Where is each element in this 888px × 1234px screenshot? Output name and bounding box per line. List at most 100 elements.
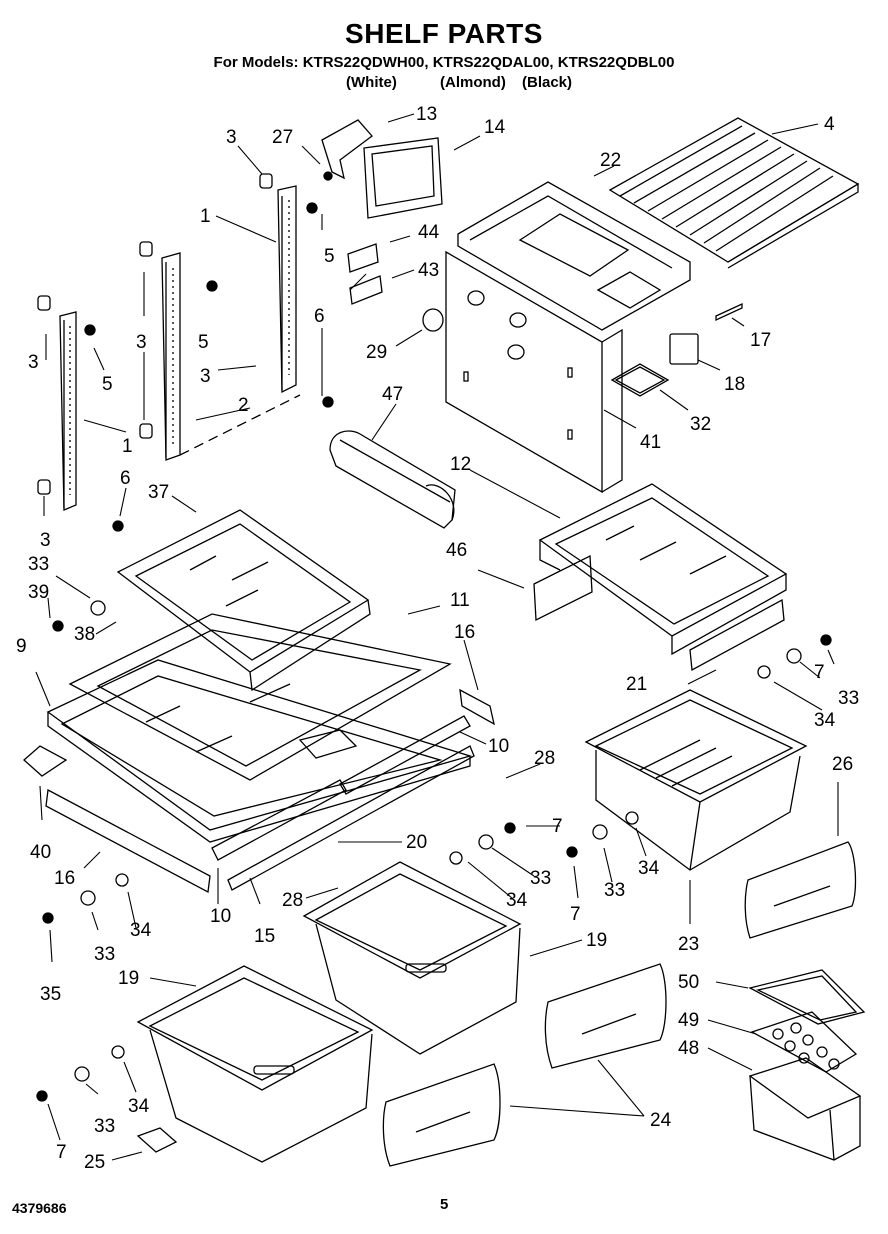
callout-3e: 3	[40, 530, 51, 551]
leader-lines	[35, 113, 839, 1161]
callout-38: 38	[74, 624, 95, 645]
crisper-drawer-front-24-lower	[382, 1063, 501, 1167]
callout-18: 18	[724, 374, 745, 395]
crisper-drawer-front-26	[744, 841, 857, 939]
callout-33e: 33	[94, 944, 115, 965]
callout-27: 27	[272, 127, 293, 148]
callout-7c: 7	[570, 904, 581, 925]
callout-28a: 28	[534, 748, 555, 769]
callout-22: 22	[600, 150, 621, 171]
callout-labels: 3 27 13 14 4 22 1 5 44 43 3 5 6 29 17 18…	[16, 104, 859, 1173]
callout-9: 9	[16, 636, 27, 657]
callout-17: 17	[750, 330, 771, 351]
callout-23: 23	[678, 934, 699, 955]
callout-1b: 1	[122, 436, 133, 457]
callout-26: 26	[832, 754, 853, 775]
callout-19a: 19	[586, 930, 607, 951]
callout-6a: 6	[314, 306, 325, 327]
shelf-frame-11	[68, 613, 452, 781]
wire-shelf	[608, 117, 860, 269]
finish-black: (Black)	[522, 74, 573, 91]
models-line: For Models: KTRS22QDWH00, KTRS22QDAL00, …	[213, 54, 675, 71]
finish-white: (White)	[346, 74, 397, 91]
callout-33d: 33	[604, 880, 625, 901]
callout-7a: 7	[814, 662, 825, 683]
callout-34c: 34	[638, 858, 660, 879]
tray-cover-50	[748, 969, 866, 1025]
clip-25	[136, 1127, 178, 1153]
callout-43: 43	[418, 260, 439, 281]
bin-48	[748, 1057, 862, 1161]
page-number: 5	[440, 1196, 449, 1213]
label-43	[349, 275, 383, 305]
callout-19b: 19	[118, 968, 139, 989]
callout-5a: 5	[324, 246, 335, 267]
callout-41: 41	[640, 432, 661, 453]
callout-4: 4	[824, 114, 835, 135]
side-rail-40-16-left	[23, 745, 211, 894]
callout-34b: 34	[506, 890, 528, 911]
duct-cover	[329, 430, 456, 529]
callout-37: 37	[148, 482, 169, 503]
hardware	[36, 620, 832, 1102]
glass-shelf-12	[538, 483, 788, 656]
ice-housing-panel	[445, 250, 623, 494]
callout-3a: 3	[226, 127, 237, 148]
callout-28b: 28	[282, 890, 303, 911]
crisper-pan-19-left	[136, 965, 374, 1163]
side-rail-16-right	[459, 688, 495, 726]
callout-5b: 5	[198, 332, 209, 353]
callout-20: 20	[406, 832, 427, 853]
plug-button	[422, 308, 444, 332]
callout-3b: 3	[136, 332, 147, 353]
callout-13: 13	[416, 104, 437, 125]
callout-32: 32	[690, 414, 711, 435]
crisper-drawer-front-24-upper	[544, 963, 667, 1069]
callout-21: 21	[626, 674, 647, 695]
callout-10a: 10	[488, 736, 509, 757]
screws-rails	[84, 171, 334, 532]
washers	[74, 600, 802, 1082]
callout-3d: 3	[28, 352, 39, 373]
callout-7d: 7	[56, 1142, 67, 1163]
shelf-rail-left	[37, 295, 77, 511]
callout-48: 48	[678, 1038, 699, 1059]
callout-44: 44	[418, 222, 440, 243]
callout-5c: 5	[102, 374, 113, 395]
crisper-cover-9	[46, 659, 473, 843]
callout-50: 50	[678, 972, 699, 993]
page-title: SHELF PARTS	[345, 18, 543, 49]
callout-29: 29	[366, 342, 387, 363]
ice-chute-gasket	[610, 363, 670, 397]
finish-almond: (Almond)	[440, 74, 506, 91]
callout-33a: 33	[28, 554, 49, 575]
crisper-pan-23	[584, 689, 808, 871]
callout-11: 11	[450, 590, 470, 611]
shelf-trims	[211, 715, 475, 891]
callout-3c: 3	[200, 366, 211, 387]
callout-34e: 34	[128, 1096, 150, 1117]
callout-47: 47	[382, 384, 403, 405]
housing-pin	[715, 302, 743, 322]
callout-1a: 1	[200, 206, 211, 227]
housing-bracket	[669, 333, 699, 365]
callout-34a: 34	[814, 710, 836, 731]
callout-24: 24	[650, 1110, 672, 1131]
callout-40: 40	[30, 842, 51, 863]
callout-34d: 34	[130, 920, 152, 941]
trim-46	[533, 554, 593, 622]
callout-14: 14	[484, 117, 506, 138]
callout-46: 46	[446, 540, 467, 561]
label-44	[347, 243, 379, 273]
callout-15: 15	[254, 926, 275, 947]
callout-33c: 33	[530, 868, 551, 889]
callout-33b: 33	[838, 688, 859, 709]
ice-housing-top	[457, 181, 691, 331]
callout-2: 2	[238, 395, 249, 416]
shelf-rail-middle	[139, 241, 301, 461]
callout-39: 39	[28, 582, 49, 603]
flap-assembly	[321, 119, 443, 219]
shelf-rail-right	[259, 173, 297, 394]
callout-16b: 16	[54, 868, 75, 889]
